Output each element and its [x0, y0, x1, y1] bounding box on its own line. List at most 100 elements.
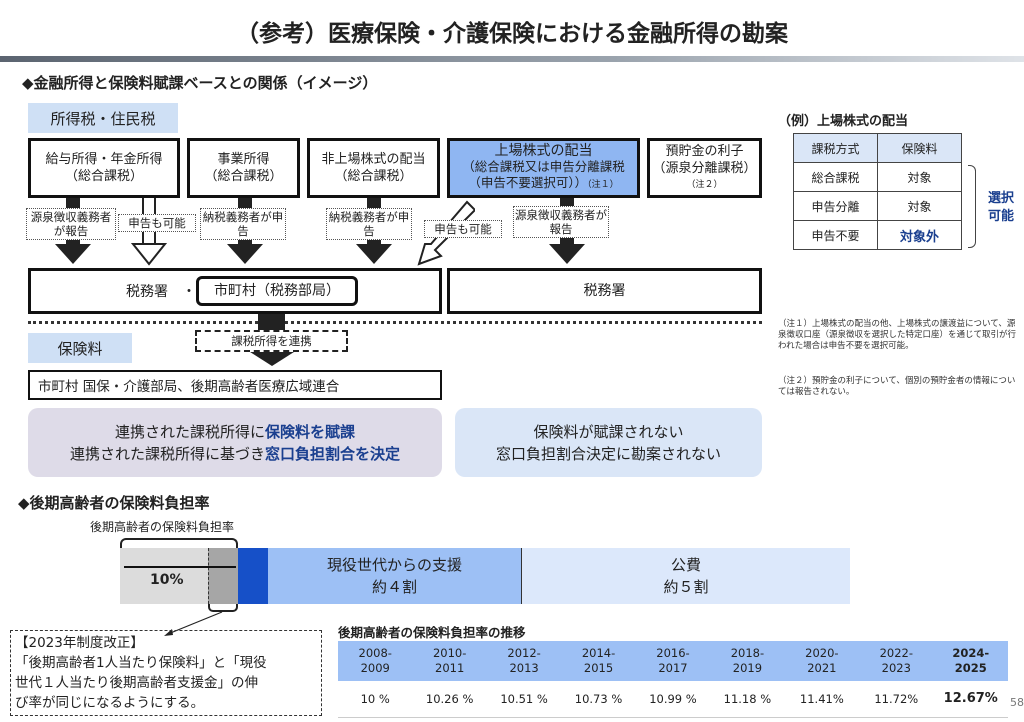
source-title: 上場株式の配当	[494, 143, 593, 159]
period-text: 2010-	[432, 646, 467, 660]
rate-cell: 10.51 %	[500, 691, 548, 706]
source-deposit: 預貯金の利子（源泉分離課税）（注２）	[647, 138, 762, 198]
municipality-tax-dept: 市町村（税務部局）	[196, 276, 358, 306]
down-arrow-icon	[227, 244, 263, 264]
tax-office-label: 税務署 ・	[126, 284, 196, 300]
down-arrow-icon	[55, 244, 91, 264]
flow-label: 納税義務者が申告	[326, 208, 412, 240]
source-title: 給与所得・年金所得	[45, 152, 163, 167]
rate-cell: 10.99 %	[649, 691, 697, 706]
flow-label: 納税義務者が申告	[200, 208, 286, 240]
down-arrow-icon	[250, 352, 294, 366]
rate-label: 10%	[150, 572, 184, 588]
trend-value-row: 10 % 10.26 % 10.51 % 10.73 % 10.99 % 11.18 % 1…	[338, 681, 1008, 717]
source-title: 預貯金の利子	[665, 143, 744, 159]
period-text: 2022-	[879, 646, 913, 660]
rate-cell: 10.73 %	[574, 691, 623, 706]
rate-cell: 10 %	[360, 691, 390, 706]
bar-segment-support: 現役世代からの支援約４割	[268, 548, 522, 604]
section-heading-1: ◆金融所得と保険料賦課ベースとの関係（イメージ）	[22, 74, 378, 92]
panel-text: 保険料が賦課されない	[533, 422, 684, 441]
outline-down-arrow-icon	[131, 243, 167, 266]
brace	[968, 165, 976, 248]
example-table: 課税方式保険料 総合課税対象 申告分離対象 申告不要対象外	[793, 133, 962, 250]
period-text: 2020-	[805, 646, 839, 660]
segment-label: 公費	[670, 556, 701, 574]
bracket-label: 後期高齢者の保険料負担率	[90, 520, 235, 534]
source-salary: 給与所得・年金所得 （総合課税）	[28, 138, 180, 198]
reform-line: 「後期高齢者1人当たり保険料」と「現役	[15, 655, 267, 671]
rate-cell: 11.41%	[799, 691, 844, 706]
period-header: 2016-2017	[636, 641, 710, 681]
bar-segment-base	[120, 548, 208, 604]
page-number: 58	[1010, 696, 1024, 709]
page-title: （参考）医療保険・介護保険における金融所得の勘案	[236, 21, 788, 47]
period-text: 2023	[881, 661, 911, 675]
rate-cell: 12.67%	[943, 691, 998, 707]
period-header: 2024-2025	[934, 641, 1009, 681]
source-unlisted: 非上場株式の配当（総合課税）	[307, 138, 440, 198]
period-header: 2018-2019	[710, 641, 784, 681]
down-arrow-icon	[356, 244, 392, 264]
note-2: （注２）預貯金の利子について、個別の預貯金者の情報については報告されない。	[778, 376, 1016, 397]
note-1: （注１）上場株式の配当の他、上場株式の譲渡益について、源泉徴収口座（源泉徴収を選…	[778, 319, 1017, 351]
panel-text: 連携された課税所得に	[114, 422, 265, 441]
period-text: 2012-	[507, 646, 541, 660]
source-sub: （総合課税又は申告分離課税	[462, 159, 625, 174]
table-row: 総合課税対象	[793, 162, 962, 192]
tax-office-right: 税務署	[447, 268, 762, 314]
section-heading-2: ◆後期高齢者の保険料負担率	[18, 494, 210, 512]
flow-label: 源泉徴収義務者が報告	[26, 208, 116, 240]
reform-line: 【2023年制度改正】	[15, 635, 144, 651]
period-header: 2012-2013	[487, 641, 561, 681]
tax-office-box: 税務署 ・ 市町村（税務部局）	[28, 268, 442, 314]
rate-cell: 10.26 %	[425, 691, 474, 706]
left-panel: 連携された課税所得に保険料を賦課 連携された課税所得に基づき窓口負担割合を決定	[28, 408, 442, 477]
premium-label: 保険料	[28, 333, 132, 363]
link-arrow	[258, 314, 285, 330]
period-text: 2011	[435, 661, 465, 675]
source-sub: （総合課税）	[64, 169, 143, 184]
right-panel: 保険料が賦課されない窓口負担割合決定に勘案されない	[455, 408, 762, 477]
reform-line: び率が同じになるようにする。	[15, 695, 205, 711]
period-text: 2024-	[952, 646, 990, 660]
panel-emphasis: 窓口負担割合を決定	[265, 444, 401, 463]
flow-label: 申告も可能	[118, 214, 196, 232]
period-header: 2008-2009	[338, 641, 412, 681]
period-header: 2010-2011	[412, 641, 486, 681]
source-listed: 上場株式の配当（総合課税又は申告分離課税（申告不要選択可））（注１）	[447, 138, 640, 198]
table-cell: 総合課税	[793, 162, 878, 192]
period-text: 2016-	[656, 646, 690, 660]
panel-emphasis: 保険料を賦課	[265, 422, 356, 441]
rate-cell: 11.18 %	[723, 691, 772, 706]
choice-label: 選択可能	[988, 191, 1015, 224]
trend-title: 後期高齢者の保険料負担率の推移	[338, 625, 526, 640]
table-cell: 対象	[877, 162, 962, 192]
period-text: 2019	[732, 661, 763, 675]
period-text: 2008-	[358, 646, 392, 660]
source-title: 非上場株式の配当	[321, 152, 426, 167]
bar-segment-increase	[208, 548, 238, 604]
bar-segment-new	[238, 548, 268, 604]
reform-note: 【2023年制度改正】「後期高齢者1人当たり保険料」と「現役世代１人当たり後期高…	[10, 630, 322, 716]
range-arrow	[124, 566, 236, 568]
insurer-box: 市町村 国保・介護部局、後期高齢者医療広域連合	[28, 370, 442, 400]
table-cell: 申告不要	[793, 220, 878, 250]
title-rule	[0, 56, 1024, 62]
source-sub: （源泉分離課税）	[652, 160, 757, 176]
period-header: 2014-2015	[561, 641, 635, 681]
table-header: 保険料	[877, 133, 962, 163]
period-text: 2015	[583, 661, 614, 675]
period-text: 2009	[360, 661, 390, 675]
period-text: 2017	[658, 661, 688, 675]
period-text: 2018-	[730, 646, 765, 660]
note-ref: （注１）	[587, 180, 619, 190]
divider	[28, 321, 762, 324]
table-row: 申告分離対象	[793, 191, 962, 221]
down-arrow-icon	[549, 244, 585, 264]
link-label: 課税所得を連携	[195, 330, 348, 352]
bar-segment-public: 公費約５割	[522, 548, 850, 604]
bracket	[120, 538, 238, 548]
